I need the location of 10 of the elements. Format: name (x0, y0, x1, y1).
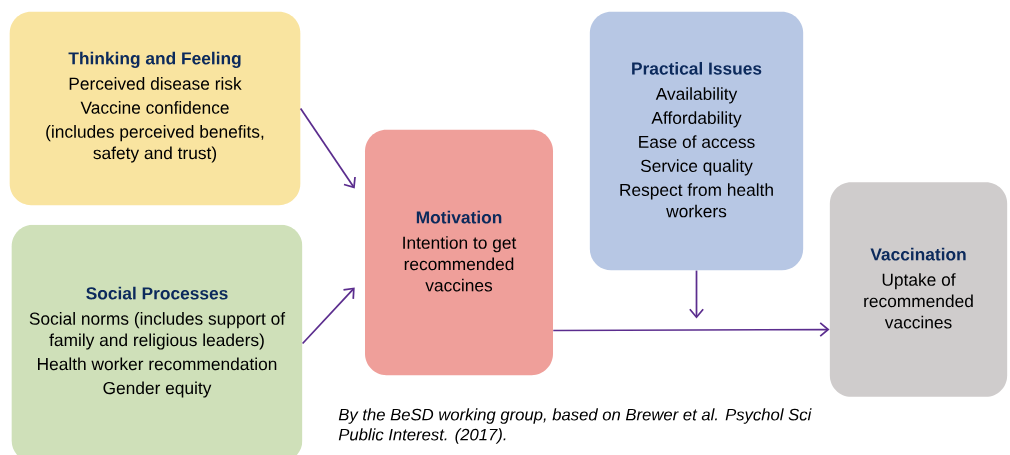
arrow (552, 322, 830, 338)
box: Thinking and Feeling Perceived disease risk Vaccine confidence (includes perceived benefits, safety and trust) (9, 11, 301, 206)
arrow (688, 269, 705, 319)
arrow (299, 107, 356, 189)
caption: By the BeSD working group, based on Brewer et al. Psychol Sci Public Interest. (2017). (338, 408, 812, 444)
arrow (301, 287, 355, 345)
box: Motivation Intention to get recommended vaccines (365, 129, 553, 376)
box: Vaccination Uptake of recommended vaccines (829, 182, 1008, 397)
box: Practical Issues Availability Affordability Ease of access Service quality Respect from health workers (589, 11, 804, 271)
box: Social Processes Social norms (includes support of family and religious leaders) Health worker recommendation Gender equity (11, 224, 303, 455)
